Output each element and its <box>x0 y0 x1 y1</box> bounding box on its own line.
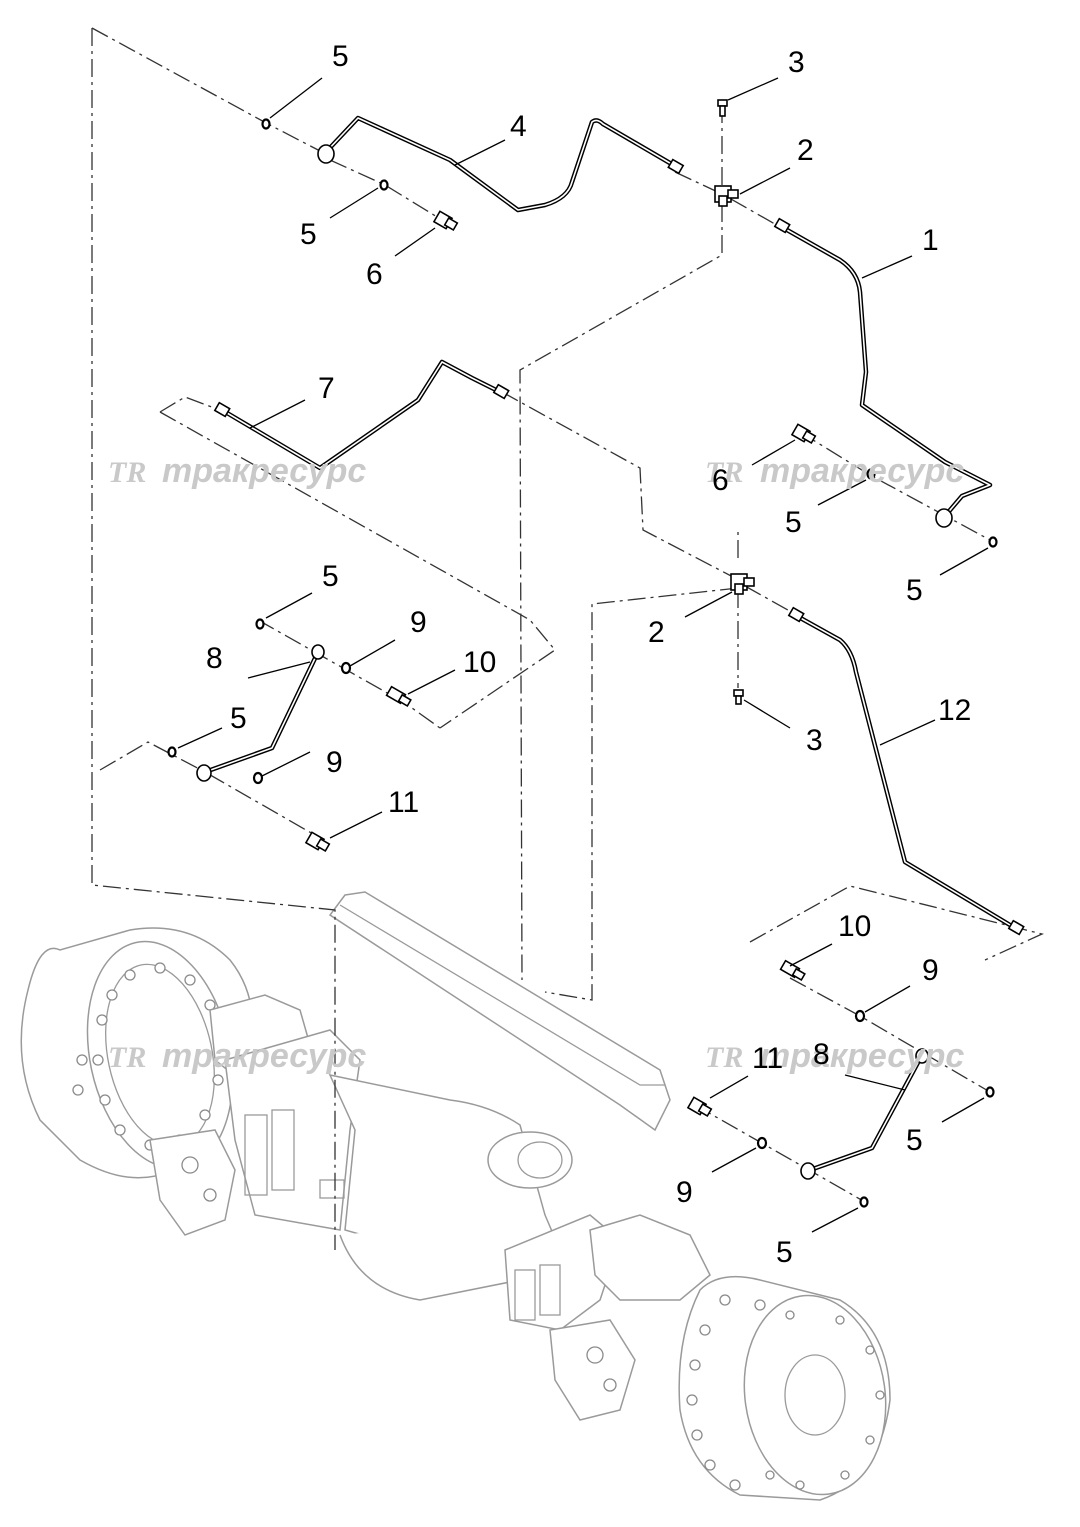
callout-9: 9 <box>676 1176 693 1209</box>
watermark-right-lower: TR тракресурс <box>705 1037 964 1075</box>
callout-5: 5 <box>322 560 339 593</box>
callout-9: 9 <box>922 954 939 987</box>
callout-labels: 5 3 4 2 1 5 6 7 6 5 5 5 9 8 10 2 5 12 3 … <box>206 40 971 1269</box>
right-flange-bolts <box>686 1294 885 1491</box>
tee-fitting-upper <box>714 185 739 207</box>
watermark-text: тракресурс <box>760 452 964 490</box>
tee-fitting-lower <box>730 573 755 595</box>
callout-5: 5 <box>906 574 923 607</box>
watermark-left-upper: TR тракресурс <box>108 452 366 490</box>
banjo-bolt-6-lower <box>790 423 817 445</box>
callout-3: 3 <box>788 46 805 79</box>
watermark-logo: TR <box>108 456 146 489</box>
callout-6: 6 <box>366 258 383 291</box>
left-flange-bolts <box>72 962 226 1151</box>
adapter-10-right <box>779 959 806 982</box>
callout-10: 10 <box>463 646 496 679</box>
callout-12: 12 <box>938 694 971 727</box>
callout-5: 5 <box>300 218 317 251</box>
callout-1: 1 <box>922 224 939 257</box>
brake-hose-8-left <box>202 649 321 775</box>
watermark-text: тракресурс <box>162 452 366 490</box>
callout-5: 5 <box>332 40 349 73</box>
watermark-right-upper: TR тракресурс <box>705 452 964 490</box>
callout-6: 6 <box>712 464 729 497</box>
brake-pipe-4 <box>323 115 678 213</box>
leader-lines <box>177 77 989 1233</box>
callout-9: 9 <box>326 746 343 779</box>
callout-10: 10 <box>838 910 871 943</box>
axle-assembly <box>20 891 891 1501</box>
callout-4: 4 <box>510 110 527 143</box>
fittings-and-washers <box>167 99 1025 1208</box>
brake-hose-8-right <box>807 1052 925 1173</box>
watermark-text: тракресурс <box>760 1037 964 1075</box>
brake-pipe-1 <box>777 223 993 519</box>
callout-9: 9 <box>410 606 427 639</box>
callout-5: 5 <box>776 1236 793 1269</box>
callout-5: 5 <box>906 1124 923 1157</box>
callout-8: 8 <box>206 642 223 675</box>
banjo-bolt-11-left <box>304 831 331 853</box>
watermark-logo: TR <box>705 1041 743 1074</box>
bolt-3-lower <box>733 689 744 705</box>
callout-11: 11 <box>388 786 419 819</box>
brake-pipe-12 <box>792 612 1018 931</box>
callout-2: 2 <box>648 616 665 649</box>
brake-pipes <box>202 115 1018 1173</box>
callout-7: 7 <box>318 372 335 405</box>
adapter-10-left <box>385 685 412 708</box>
bolt-3-upper <box>717 99 728 117</box>
callout-8: 8 <box>813 1038 830 1071</box>
callout-2: 2 <box>797 134 814 167</box>
watermark-left-lower: TR тракресурс <box>108 1037 366 1075</box>
brake-pipe-7 <box>219 359 503 471</box>
callout-11: 11 <box>752 1042 783 1075</box>
watermark-logo: TR <box>705 456 743 489</box>
assembly-lines <box>91 27 1044 1250</box>
callout-5: 5 <box>230 702 247 735</box>
banjo-bolt-11-right <box>686 1096 713 1118</box>
watermark-text: тракресурс <box>162 1037 366 1075</box>
callout-5: 5 <box>785 506 802 539</box>
watermark-logo: TR <box>108 1041 146 1074</box>
callout-3: 3 <box>806 724 823 757</box>
banjo-bolt-6-upper <box>432 210 459 232</box>
